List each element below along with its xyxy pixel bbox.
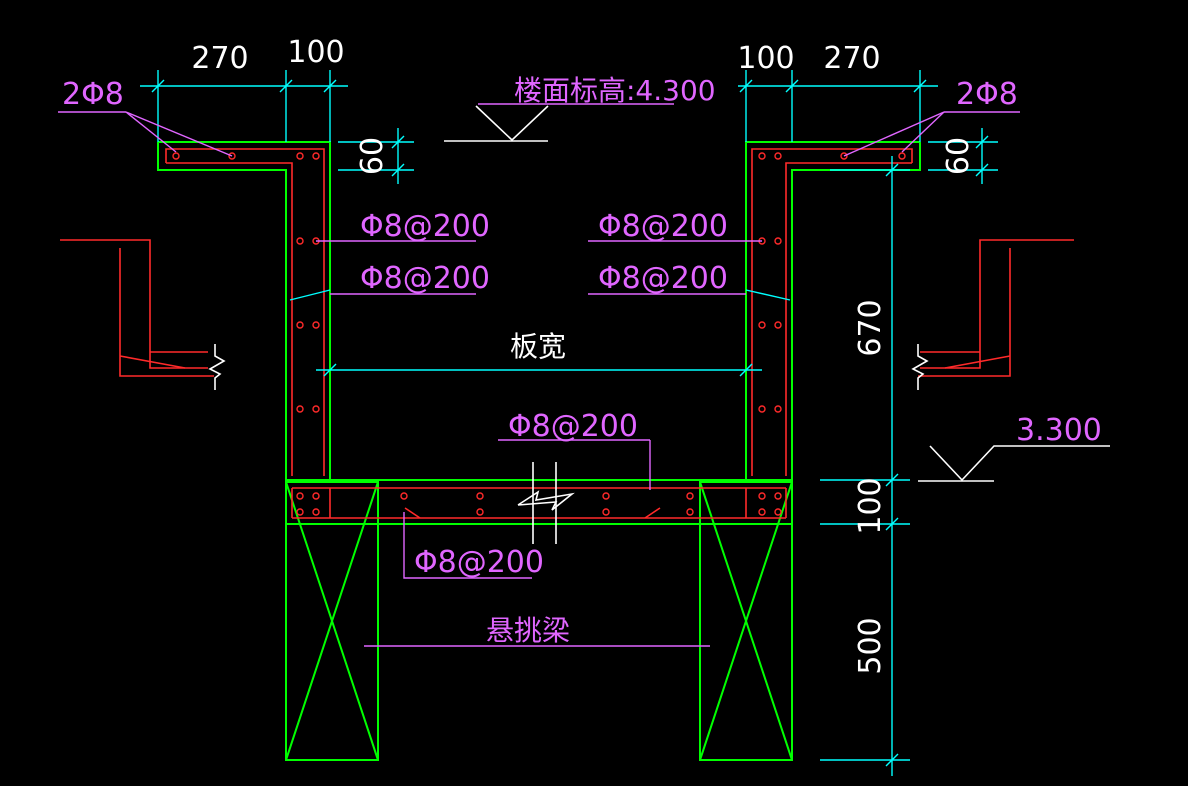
rebar-dot bbox=[602, 508, 610, 516]
rebar-dot bbox=[296, 492, 304, 500]
label-cantilever-beam: 悬挑梁 bbox=[486, 614, 570, 647]
rebar-lines bbox=[60, 148, 1074, 519]
rebar-dot bbox=[686, 508, 694, 516]
rebar-dot bbox=[312, 508, 320, 516]
label-floor-elevation: 楼面标高:4.300 bbox=[514, 74, 716, 107]
dim-top-left-100: 100 bbox=[287, 35, 344, 70]
rebar-dot bbox=[296, 508, 304, 516]
rebar-dot bbox=[758, 492, 766, 500]
rebar-dot bbox=[774, 321, 782, 329]
label-slab-width: 板宽 bbox=[510, 330, 566, 363]
rebar-dot bbox=[758, 321, 766, 329]
label-wall-rebar-left-1: Φ8@200 bbox=[360, 209, 490, 244]
rebar-dot bbox=[774, 152, 782, 160]
right-upstand-outline bbox=[745, 141, 921, 481]
leader-lines bbox=[58, 103, 1020, 647]
dim-beam-500: 500 bbox=[853, 617, 888, 674]
label-rebar-top-left: 2Φ8 bbox=[62, 77, 124, 112]
rebar-dot bbox=[840, 152, 848, 160]
rebar-dot bbox=[312, 321, 320, 329]
rebar-dots bbox=[172, 152, 906, 516]
dimension-lines bbox=[140, 70, 998, 776]
rebar-dot bbox=[758, 508, 766, 516]
label-wall-rebar-left-2: Φ8@200 bbox=[360, 261, 490, 296]
rebar-dot bbox=[400, 492, 408, 500]
rebar-dot bbox=[898, 152, 906, 160]
rebar-dot bbox=[774, 508, 782, 516]
rebar-dot bbox=[774, 405, 782, 413]
rebar-dot bbox=[602, 492, 610, 500]
concrete-outline bbox=[157, 141, 921, 761]
dim-lip-right-60: 60 bbox=[941, 137, 976, 175]
label-slab-rebar-top: Φ8@200 bbox=[508, 409, 638, 444]
label-elevation-3300: 3.300 bbox=[1016, 413, 1102, 448]
dim-slab-100: 100 bbox=[853, 477, 888, 534]
rebar-dot bbox=[774, 492, 782, 500]
rebar-dot bbox=[758, 152, 766, 160]
rebar-dot bbox=[312, 405, 320, 413]
label-wall-rebar-right-1: Φ8@200 bbox=[598, 209, 728, 244]
left-upstand-outline bbox=[157, 141, 331, 481]
rebar-dot bbox=[228, 152, 236, 160]
rebar-dot bbox=[296, 237, 304, 245]
label-rebar-top-right: 2Φ8 bbox=[956, 77, 1018, 112]
rebar-dot bbox=[296, 152, 304, 160]
elevation-symbols bbox=[444, 105, 1110, 482]
label-slab-rebar-bottom: Φ8@200 bbox=[414, 545, 544, 580]
rebar-dot bbox=[296, 405, 304, 413]
rebar-dot bbox=[774, 237, 782, 245]
dim-top-right-100: 100 bbox=[737, 41, 794, 76]
dim-lip-left-60: 60 bbox=[355, 137, 390, 175]
rebar-dot bbox=[476, 508, 484, 516]
rebar-dot bbox=[296, 321, 304, 329]
right-beam-outline bbox=[699, 481, 793, 761]
rebar-dot bbox=[476, 492, 484, 500]
dim-top-right-270: 270 bbox=[823, 41, 880, 76]
label-wall-rebar-right-2: Φ8@200 bbox=[598, 261, 728, 296]
rebar-dot bbox=[758, 405, 766, 413]
rebar-dot bbox=[312, 492, 320, 500]
rebar-dot bbox=[312, 152, 320, 160]
rebar-dot bbox=[686, 492, 694, 500]
dim-wall-height-670: 670 bbox=[853, 299, 888, 356]
left-beam-outline bbox=[285, 481, 379, 761]
dim-top-left-270: 270 bbox=[191, 41, 248, 76]
break-symbols bbox=[208, 344, 929, 544]
rebar-dot bbox=[172, 152, 180, 160]
